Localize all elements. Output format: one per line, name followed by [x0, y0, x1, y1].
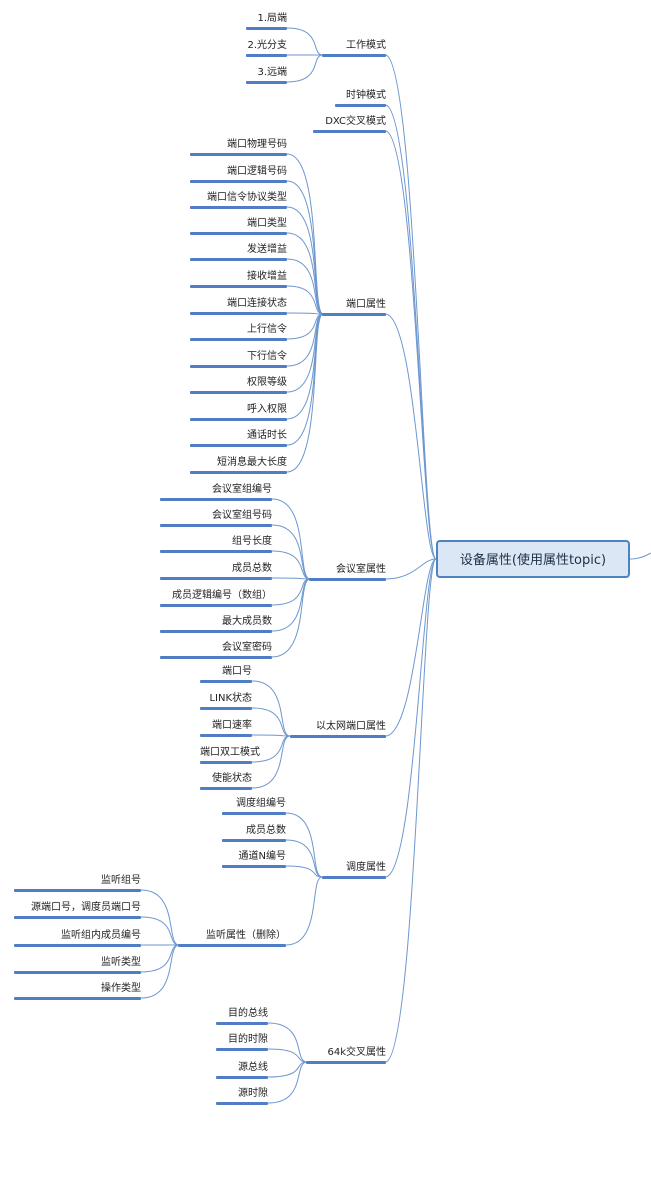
branch-connector	[385, 558, 437, 580]
connector-curve	[271, 578, 311, 606]
subtopic[interactable]: 会议室组编号	[160, 482, 272, 501]
subtopic[interactable]: 监听组内成员编号	[14, 928, 141, 947]
connector-curve	[286, 312, 324, 315]
connector-curve	[140, 944, 180, 999]
connector-curve	[271, 577, 311, 580]
connector-curve	[140, 916, 180, 946]
connector-curve	[286, 206, 324, 315]
connector-curve	[286, 313, 324, 473]
branch-topic[interactable]: 调度属性	[322, 860, 386, 879]
connector-curve	[140, 944, 180, 973]
connector-curve	[140, 889, 180, 946]
subtopic[interactable]: 发送增益	[190, 242, 287, 261]
subtopic[interactable]: 端口物理号码	[190, 137, 287, 156]
subtopic[interactable]: 监听类型	[14, 955, 141, 974]
subtopic[interactable]: 成员总数	[160, 561, 272, 580]
branch-connector	[385, 558, 437, 737]
subtopic[interactable]: 3.远端	[246, 65, 287, 84]
subtopic[interactable]: 通话时长	[190, 428, 287, 447]
subtopic[interactable]: 端口信令协议类型	[190, 190, 287, 209]
subtopic[interactable]: 监听组号	[14, 873, 141, 892]
subtopic[interactable]: 会议室组号码	[160, 508, 272, 527]
connector-curve	[267, 1061, 308, 1078]
subtopic[interactable]: LINK状态	[200, 691, 252, 710]
subtopic[interactable]: 上行信令	[190, 322, 287, 341]
connector-curve	[271, 550, 311, 580]
central-topic[interactable]: 设备属性(使用属性topic)	[436, 540, 630, 578]
subtopic-group[interactable]: 监听属性（删除）	[178, 928, 286, 947]
connector-curve	[285, 865, 323, 878]
connector-curve	[286, 258, 324, 315]
subtopic[interactable]: 源端口号，调度员端口号	[14, 900, 141, 919]
connector-curve	[251, 707, 291, 737]
branch-topic[interactable]: 以太网端口属性	[290, 719, 386, 738]
subtopic[interactable]: 成员逻辑编号（数组）	[160, 588, 272, 607]
connector-curve	[285, 839, 323, 878]
subtopic[interactable]: 短消息最大长度	[190, 455, 287, 474]
subtopic[interactable]: 下行信令	[190, 349, 287, 368]
subtopic[interactable]: 组号长度	[160, 534, 272, 553]
subtopic[interactable]: 使能状态	[200, 771, 252, 790]
subtopic[interactable]: 权限等级	[190, 375, 287, 394]
branch-connector	[385, 558, 437, 1063]
branch-topic[interactable]: 端口属性	[322, 297, 386, 316]
branch-connector	[385, 54, 437, 560]
subtopic[interactable]: 源时隙	[216, 1086, 268, 1105]
branch-connector	[385, 104, 437, 560]
connector-curve	[271, 578, 311, 658]
subtopic[interactable]: 1.局端	[246, 11, 287, 30]
subtopic[interactable]: 成员总数	[222, 823, 286, 842]
connector-curve	[285, 876, 323, 946]
connector-curve	[286, 180, 324, 315]
subtopic[interactable]: 操作类型	[14, 981, 141, 1000]
connector-curve	[286, 285, 324, 315]
subtopic[interactable]: 目的时隙	[216, 1032, 268, 1051]
branch-topic[interactable]: DXC交叉模式	[313, 114, 386, 133]
connector-curve	[251, 735, 291, 789]
subtopic[interactable]: 通道N编号	[222, 849, 286, 868]
subtopic[interactable]: 端口速率	[200, 718, 252, 737]
connector-curve	[271, 498, 311, 580]
subtopic[interactable]: 最大成员数	[160, 614, 272, 633]
connector-curve	[286, 27, 324, 56]
connector-curve	[285, 812, 323, 878]
subtopic[interactable]: 端口号	[200, 664, 252, 683]
connector-curve	[286, 232, 324, 315]
subtopic[interactable]: 调度组编号	[222, 796, 286, 815]
connector-curve	[251, 734, 291, 737]
connector-curve	[286, 54, 324, 83]
subtopic[interactable]: 目的总线	[216, 1006, 268, 1025]
subtopic[interactable]: 2.光分支	[246, 38, 287, 57]
branch-connector	[385, 558, 437, 878]
subtopic[interactable]: 源总线	[216, 1060, 268, 1079]
subtopic[interactable]: 端口连接状态	[190, 296, 287, 315]
branch-topic[interactable]: 会议室属性	[309, 562, 386, 581]
connector-curve	[267, 1061, 308, 1104]
branch-topic[interactable]: 时钟模式	[335, 88, 386, 107]
branch-connector	[385, 313, 437, 560]
subtopic[interactable]: 呼入权限	[190, 402, 287, 421]
branch-topic[interactable]: 工作模式	[322, 38, 386, 57]
branch-topic[interactable]: 64k交叉属性	[306, 1045, 386, 1064]
subtopic[interactable]: 会议室密码	[160, 640, 272, 659]
connector-curve	[267, 1022, 308, 1063]
subtopic[interactable]: 端口双工模式	[200, 745, 260, 764]
subtopic[interactable]: 端口逻辑号码	[190, 164, 287, 183]
branch-connector	[385, 130, 437, 560]
connector-curve	[629, 552, 651, 560]
subtopic[interactable]: 接收增益	[190, 269, 287, 288]
subtopic[interactable]: 端口类型	[190, 216, 287, 235]
connector-curve	[271, 524, 311, 580]
connector-curve	[251, 680, 291, 737]
connector-curve	[267, 1048, 308, 1063]
